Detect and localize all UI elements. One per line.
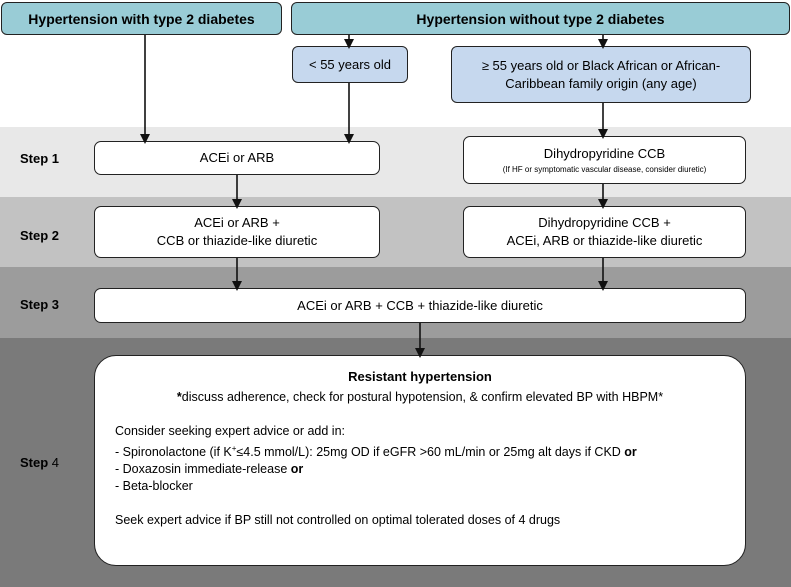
step1-left-box: ACEi or ARB — [94, 141, 380, 175]
step2-right-box: Dihydropyridine CCB + ACEi, ARB or thiaz… — [463, 206, 746, 258]
header-with-diabetes: Hypertension with type 2 diabetes — [1, 2, 282, 35]
spiro-prefix: - Spironolactone (if K — [115, 445, 232, 460]
step2-left-line1: ACEi or ARB + — [194, 215, 280, 230]
final-line: Seek expert advice if BP still not contr… — [115, 513, 561, 528]
step1-right-title: Dihydropyridine CCB — [543, 146, 666, 161]
criteria-under-55: < 55 years old — [292, 46, 408, 83]
step4-word: Step — [20, 455, 49, 470]
subtitle-star: * — [176, 390, 182, 404]
consider-line: Consider seeking expert advice or add in… — [115, 424, 345, 438]
resistant-title: Resistant hypertension — [348, 369, 492, 384]
criteria-over-55-line1: ≥ 55 years old or Black African or Afric… — [481, 57, 721, 73]
doxa-text: - Doxazosin immediate-release — [115, 462, 291, 477]
step2-right-line2: ACEi, ARB or thiazide-like diuretic — [506, 233, 703, 248]
criteria-over-55-line2: Caribbean family origin (any age) — [505, 75, 697, 91]
step1-label: Step 1 — [20, 151, 60, 166]
step1-right-note: (If HF or symptomatic vascular disease, … — [502, 165, 707, 174]
step3-label: Step 3 — [20, 297, 60, 312]
header-without-diabetes: Hypertension without type 2 diabetes — [291, 2, 790, 35]
step2-right-line1: Dihydropyridine CCB + — [538, 215, 671, 230]
step2-left-line2: CCB or thiazide-like diuretic — [156, 233, 318, 248]
criteria-over-55: ≥ 55 years old or Black African or Afric… — [451, 46, 751, 103]
doxazosin-line: - Doxazosin immediate-release or — [95, 461, 745, 478]
doxa-or: or — [290, 462, 304, 477]
spiro-rest: ≤4.5 mmol/L): 25mg OD if eGFR >60 mL/min… — [236, 445, 625, 460]
step3-box: ACEi or ARB + CCB + thiazide-like diuret… — [94, 288, 746, 323]
spironolactone-line: - Spironolactone (if K+≤4.5 mmol/L): 25m… — [95, 440, 745, 461]
resistant-subtitle: *discuss adherence, check for postural h… — [95, 388, 745, 406]
step4-label: Step 4 — [20, 455, 59, 470]
step4-number: 4 — [51, 455, 60, 470]
spiro-or: or — [624, 445, 637, 460]
resistant-hypertension-box: Resistant hypertension *discuss adherenc… — [94, 355, 746, 566]
beta-blocker-line: - Beta-blocker — [115, 479, 193, 494]
step2-label: Step 2 — [20, 228, 60, 243]
step1-right-box: Dihydropyridine CCB (If HF or symptomati… — [463, 136, 746, 184]
spiro-sup: + — [231, 444, 237, 453]
subtitle-text: discuss adherence, check for postural hy… — [181, 390, 664, 404]
